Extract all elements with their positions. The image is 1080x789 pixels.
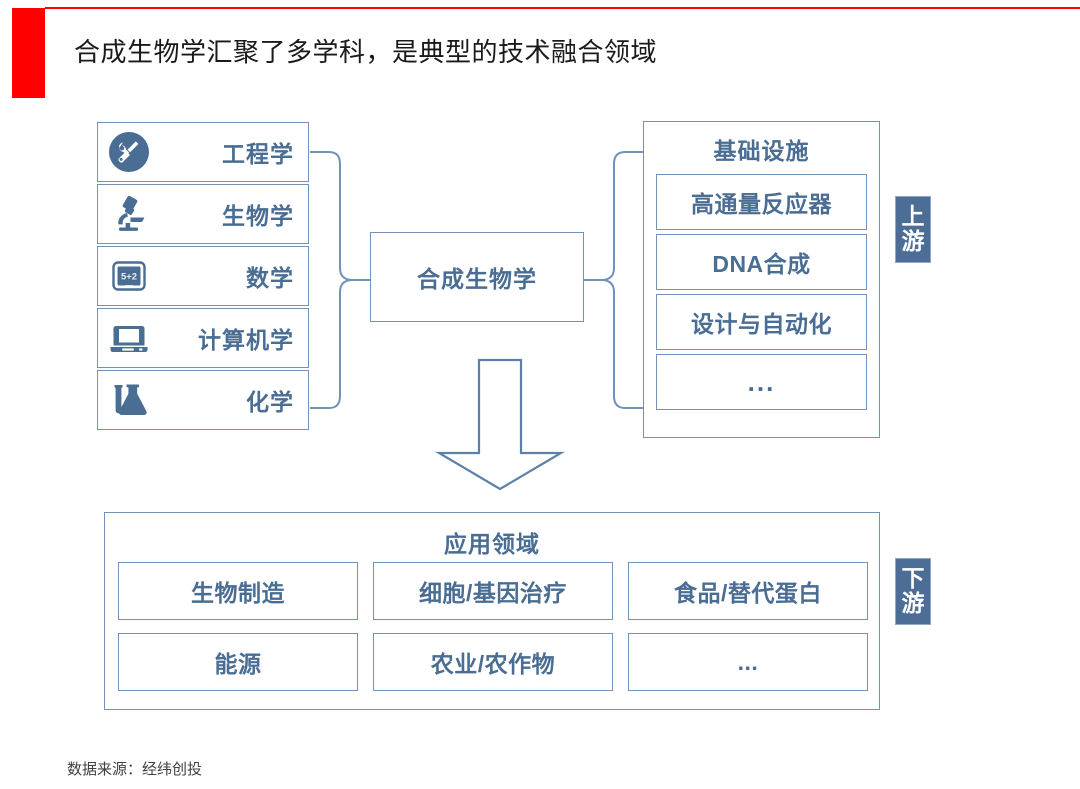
discipline-label: 计算机学 [198, 327, 294, 353]
application-title: 应用领域 [444, 531, 540, 557]
application-item[interactable]: 农业/农作物 [373, 633, 613, 691]
infrastructure-item[interactable]: 设计与自动化 [656, 294, 867, 350]
source-note: 数据来源：经纬创投 [67, 762, 203, 778]
infrastructure-item[interactable]: 高通量反应器 [656, 174, 867, 230]
discipline-label: 化学 [246, 389, 294, 415]
discipline-item-chemistry[interactable]: 化学 [97, 370, 309, 430]
downstream-badge: 下游 [895, 558, 931, 625]
discipline-item-engineering[interactable]: 工程学 [97, 122, 309, 182]
chalkboard-text: 5+2 [121, 272, 137, 283]
top-red-rule [45, 7, 1080, 9]
discipline-item-biology[interactable]: 生物学 [97, 184, 309, 244]
application-item[interactable]: 能源 [118, 633, 358, 691]
tools-icon [108, 131, 150, 173]
application-item[interactable]: 生物制造 [118, 562, 358, 620]
application-item[interactable]: 细胞/基因治疗 [373, 562, 613, 620]
left-brace-connector [309, 140, 371, 425]
discipline-label: 工程学 [222, 141, 294, 167]
infrastructure-panel: 基础设施 高通量反应器 DNA合成 设计与自动化 ... [643, 121, 880, 438]
application-item[interactable]: ... [628, 633, 868, 691]
page-title: 合成生物学汇聚了多学科，是典型的技术融合领域 [74, 37, 658, 67]
title-accent-bar [12, 8, 45, 98]
flask-icon [108, 379, 150, 421]
discipline-item-computer-science[interactable]: 计算机学 [97, 308, 309, 368]
center-node-synthetic-biology[interactable]: 合成生物学 [370, 232, 584, 322]
application-grid: 生物制造 细胞/基因治疗 食品/替代蛋白 能源 农业/农作物 ... [118, 562, 868, 691]
chalkboard-icon: 5+2 [108, 255, 150, 297]
application-item[interactable]: 食品/替代蛋白 [628, 562, 868, 620]
upstream-badge: 上游 [895, 196, 931, 263]
laptop-icon [108, 317, 150, 359]
infrastructure-item[interactable]: DNA合成 [656, 234, 867, 290]
right-brace-connector [583, 140, 645, 425]
discipline-item-mathematics[interactable]: 5+2 数学 [97, 246, 309, 306]
infrastructure-title: 基础设施 [713, 138, 810, 164]
discipline-label: 生物学 [222, 203, 294, 229]
down-arrow-icon [434, 358, 566, 496]
discipline-label: 数学 [246, 265, 294, 291]
center-node-label: 合成生物学 [417, 266, 537, 292]
application-panel: 应用领域 生物制造 细胞/基因治疗 食品/替代蛋白 能源 农业/农作物 ... [104, 512, 880, 710]
infrastructure-item[interactable]: ... [656, 354, 867, 410]
microscope-icon [108, 193, 150, 235]
